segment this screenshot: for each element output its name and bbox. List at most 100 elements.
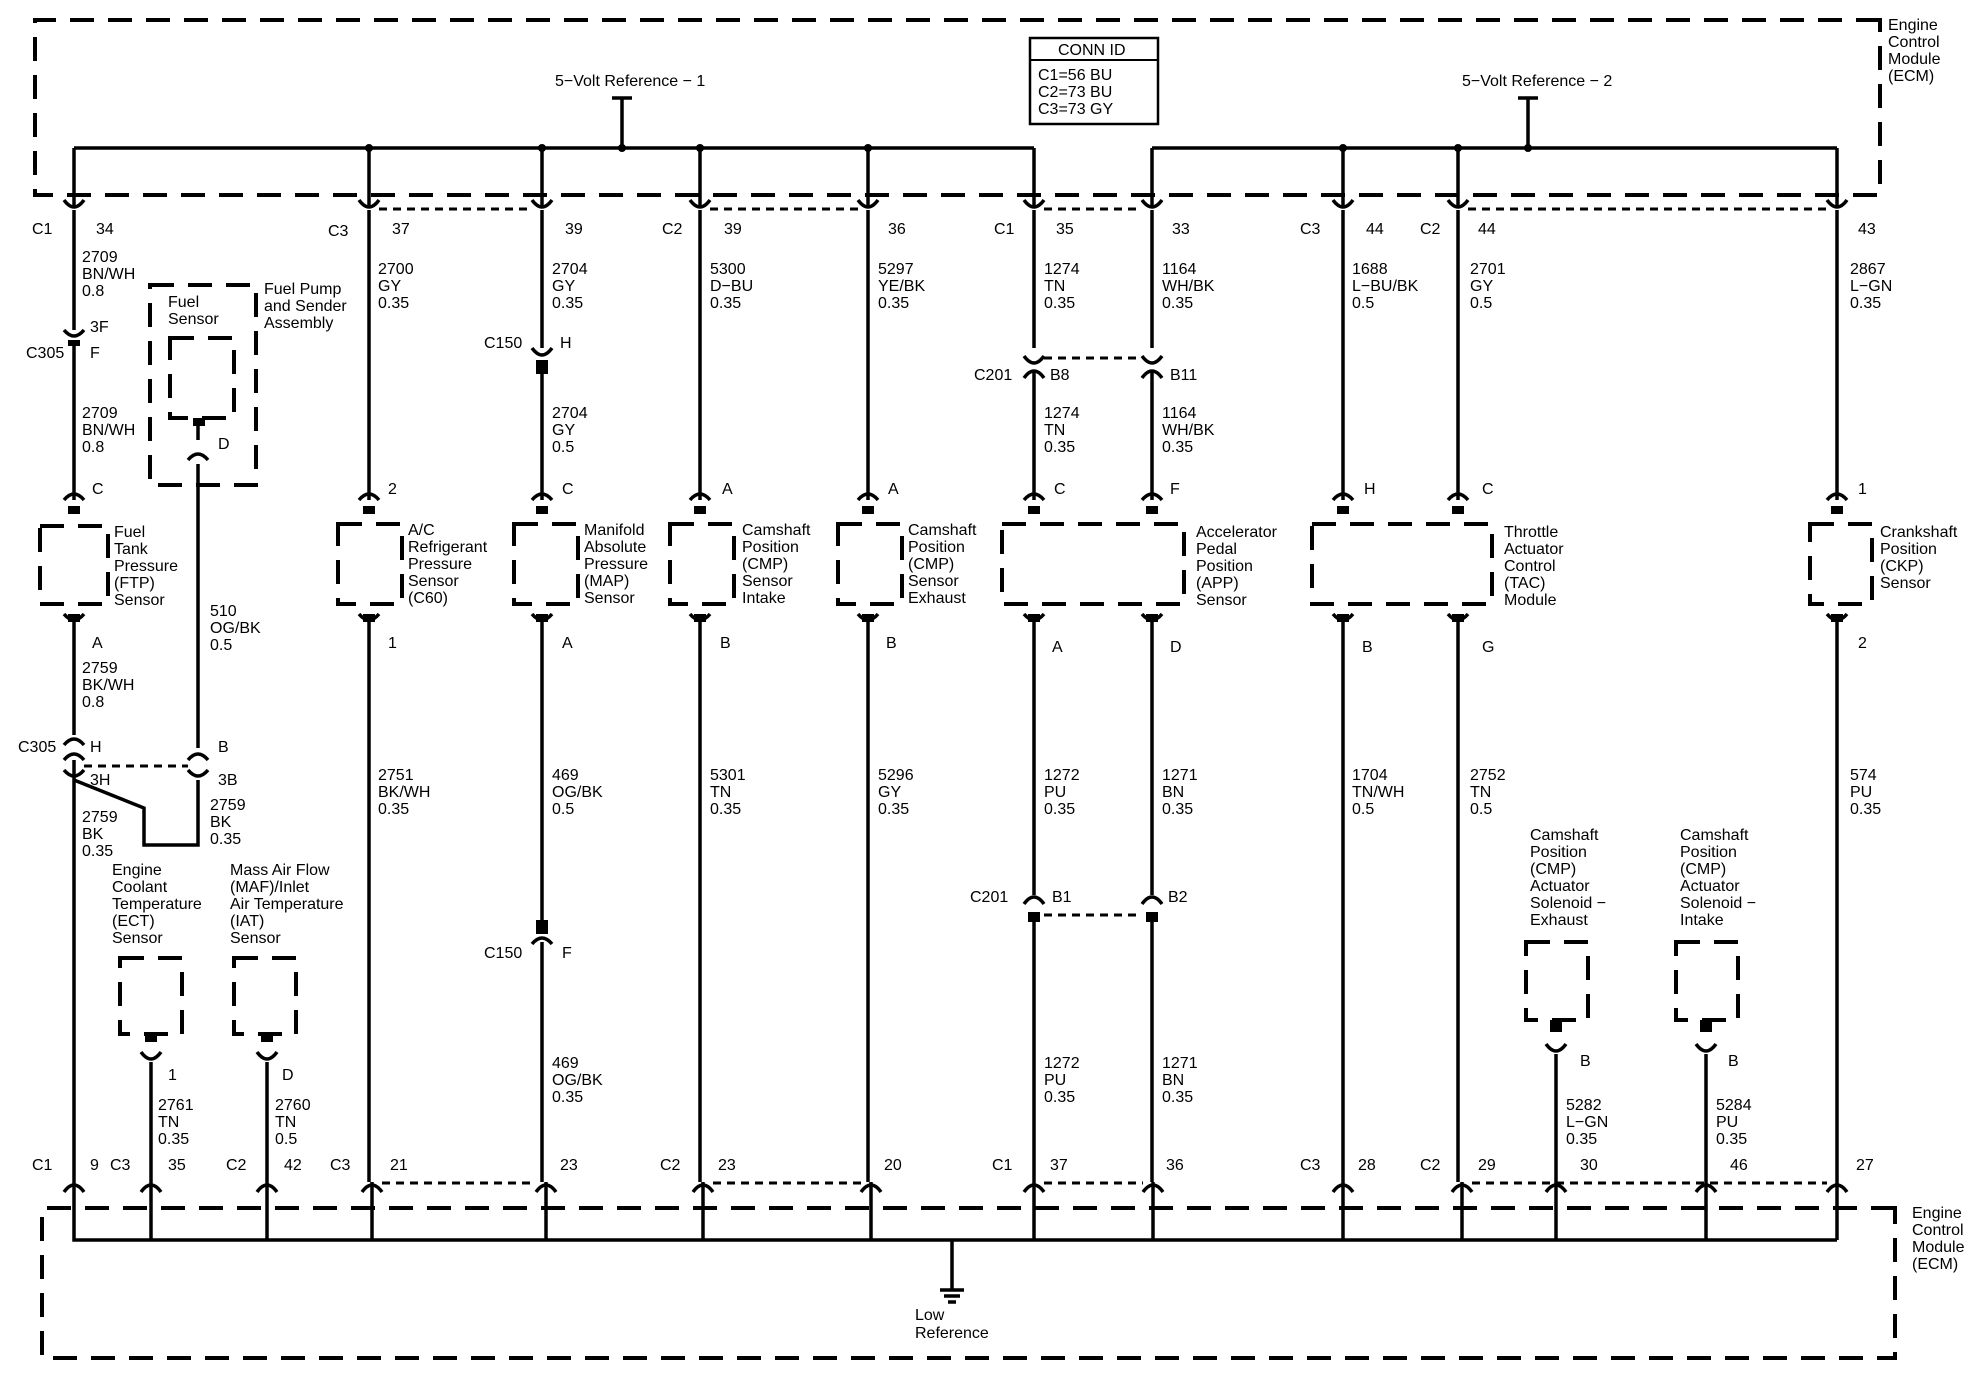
svg-text:Crankshaft: Crankshaft — [1880, 524, 1958, 541]
svg-text:Position: Position — [1196, 558, 1253, 575]
svg-text:TN: TN — [158, 1114, 179, 1131]
svg-text:BN: BN — [1162, 1072, 1184, 1089]
svg-text:Accelerator: Accelerator — [1196, 524, 1278, 541]
svg-text:Module: Module — [1504, 592, 1557, 609]
svg-text:(CMP): (CMP) — [1680, 861, 1726, 878]
svg-text:0.35: 0.35 — [878, 801, 909, 818]
svg-text:469: 469 — [552, 767, 579, 784]
svg-text:Sensor: Sensor — [168, 311, 219, 328]
svg-text:Position: Position — [908, 539, 965, 556]
svg-text:2: 2 — [388, 481, 397, 498]
svg-text:469: 469 — [552, 1055, 579, 1072]
svg-text:Module: Module — [1888, 51, 1941, 68]
svg-text:Control: Control — [1912, 1222, 1964, 1239]
svg-text:Position: Position — [1680, 844, 1737, 861]
svg-text:2700: 2700 — [378, 261, 414, 278]
svg-text:GY: GY — [378, 278, 401, 295]
svg-text:F: F — [1170, 481, 1180, 498]
svg-text:Actuator: Actuator — [1504, 541, 1564, 558]
svg-text:Control: Control — [1888, 34, 1940, 51]
svg-text:TN: TN — [1470, 784, 1491, 801]
svg-text:0.8: 0.8 — [82, 439, 104, 456]
svg-text:1272: 1272 — [1044, 1055, 1080, 1072]
svg-text:0.35: 0.35 — [552, 1089, 583, 1106]
svg-text:Camshaft: Camshaft — [1680, 827, 1749, 844]
conn-id-box: CONN ID C1=56 BU C2=73 BU C3=73 GY — [1028, 36, 1160, 126]
svg-text:D−BU: D−BU — [710, 278, 753, 295]
svg-text:Assembly: Assembly — [264, 315, 333, 332]
svg-text:C150: C150 — [484, 945, 522, 962]
svg-text:1: 1 — [1858, 481, 1867, 498]
svg-text:C3: C3 — [110, 1157, 131, 1174]
svg-text:0.35: 0.35 — [1162, 801, 1193, 818]
svg-text:(ECM): (ECM) — [1888, 68, 1934, 85]
svg-text:OG/BK: OG/BK — [552, 1072, 603, 1089]
svg-text:2867: 2867 — [1850, 261, 1886, 278]
svg-text:C2: C2 — [662, 221, 683, 238]
svg-text:0.35: 0.35 — [1044, 1089, 1075, 1106]
svg-text:Engine: Engine — [1912, 1205, 1962, 1222]
svg-text:5284: 5284 — [1716, 1097, 1752, 1114]
svg-text:Camshaft: Camshaft — [742, 522, 811, 539]
svg-text:3F: 3F — [90, 319, 109, 336]
svg-text:1: 1 — [388, 635, 397, 652]
svg-text:Low: Low — [915, 1307, 945, 1324]
svg-text:0.5: 0.5 — [210, 637, 232, 654]
svg-text:5300: 5300 — [710, 261, 746, 278]
svg-text:C2: C2 — [1420, 1157, 1441, 1174]
svg-text:35: 35 — [168, 1157, 186, 1174]
svg-text:29: 29 — [1478, 1157, 1496, 1174]
svg-text:Sensor: Sensor — [742, 573, 793, 590]
svg-text:(CMP): (CMP) — [1530, 861, 1576, 878]
svg-text:Absolute: Absolute — [584, 539, 646, 556]
svg-text:Sensor: Sensor — [408, 573, 459, 590]
svg-text:0.35: 0.35 — [878, 295, 909, 312]
svg-text:Throttle: Throttle — [1504, 524, 1558, 541]
svg-text:BK/WH: BK/WH — [82, 677, 134, 694]
svg-text:D: D — [282, 1067, 294, 1084]
svg-text:A: A — [1052, 639, 1063, 656]
svg-text:BK: BK — [210, 814, 232, 831]
svg-text:B: B — [1362, 639, 1373, 656]
svg-text:B: B — [886, 635, 897, 652]
svg-text:0.5: 0.5 — [1470, 295, 1492, 312]
svg-text:0.35: 0.35 — [1044, 801, 1075, 818]
svg-text:Solenoid −: Solenoid − — [1530, 895, 1606, 912]
svg-text:2751: 2751 — [378, 767, 414, 784]
svg-text:B: B — [1580, 1053, 1591, 1070]
ref2-bus — [1150, 146, 1839, 208]
svg-text:C3: C3 — [330, 1157, 351, 1174]
svg-text:1688: 1688 — [1352, 261, 1388, 278]
svg-text:0.35: 0.35 — [82, 843, 113, 860]
svg-text:Sensor: Sensor — [1880, 575, 1931, 592]
svg-text:28: 28 — [1358, 1157, 1376, 1174]
svg-text:L−BU/BK: L−BU/BK — [1352, 278, 1419, 295]
svg-text:(CKP): (CKP) — [1880, 558, 1924, 575]
svg-text:H: H — [90, 739, 102, 756]
svg-text:GY: GY — [552, 278, 575, 295]
ref2-label: 5−Volt Reference − 2 — [1462, 73, 1612, 90]
svg-text:Actuator: Actuator — [1530, 878, 1590, 895]
svg-text:Sensor: Sensor — [230, 930, 281, 947]
svg-text:Engine: Engine — [1888, 17, 1938, 34]
svg-text:PU: PU — [1716, 1114, 1738, 1131]
svg-text:GY: GY — [878, 784, 901, 801]
ref1-bus — [72, 146, 1036, 208]
svg-text:PU: PU — [1044, 1072, 1066, 1089]
ecm-bottom-box — [40, 1206, 1897, 1360]
